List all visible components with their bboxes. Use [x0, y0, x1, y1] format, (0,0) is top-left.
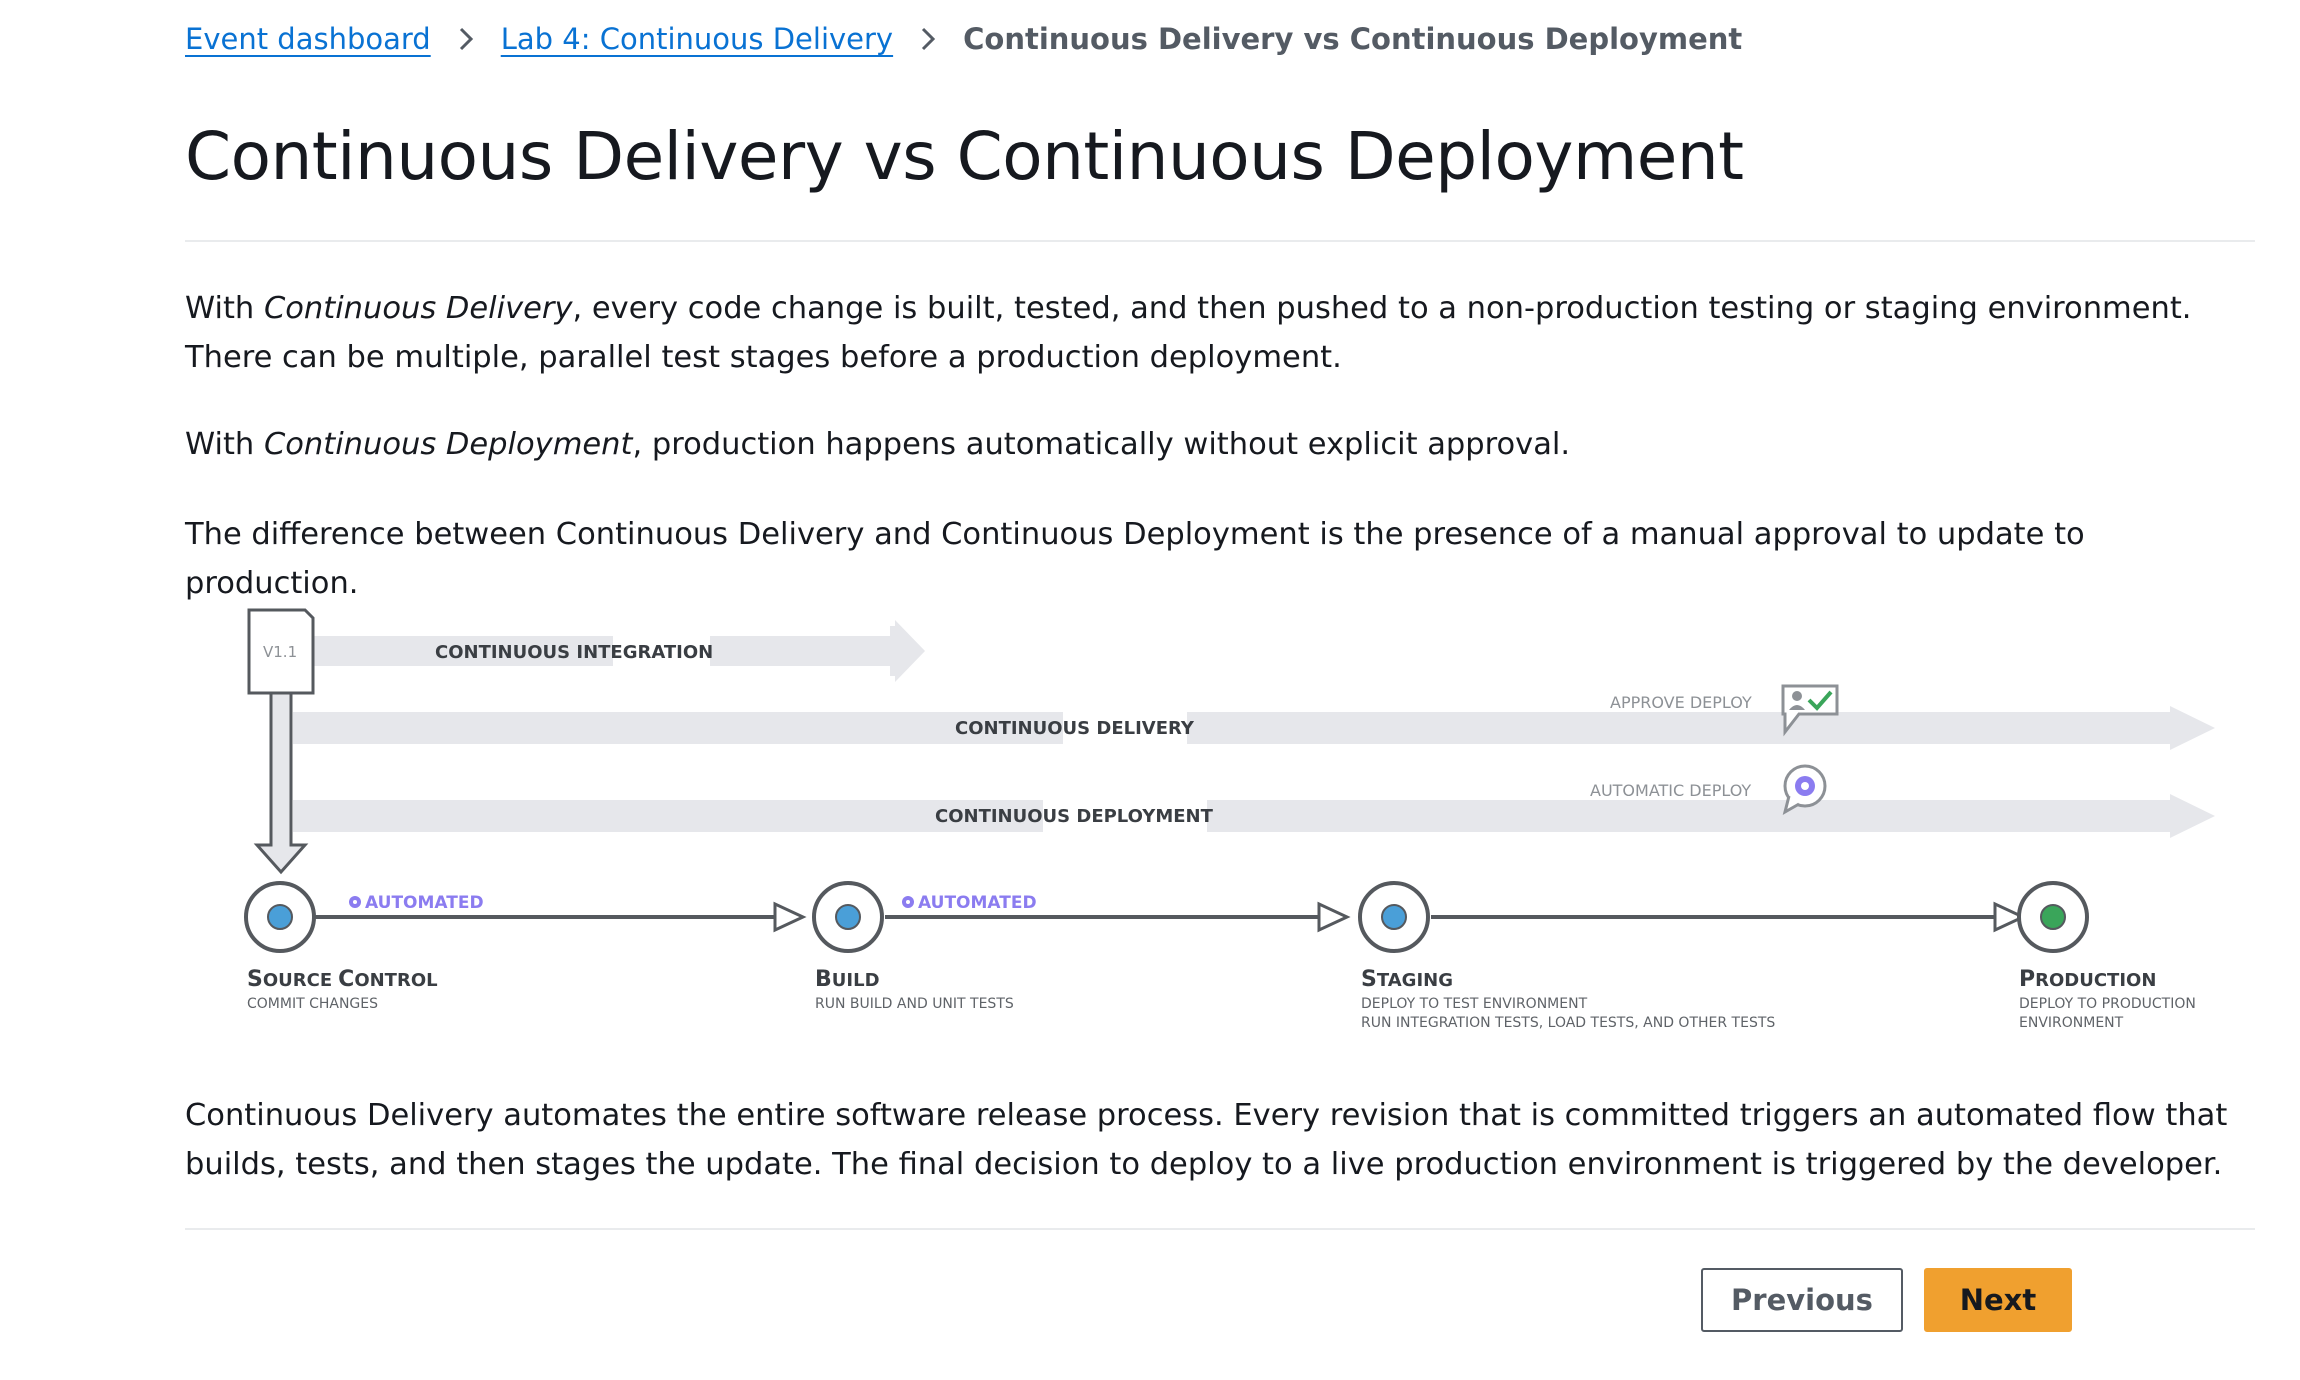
chevron-right-icon: [451, 24, 481, 54]
automated-badge: AUTOMATED: [349, 893, 484, 913]
emphasis-continuous-deployment: Continuous Deployment: [263, 427, 633, 462]
lane-label-deployment: CONTINUOUS DEPLOYMENT: [935, 806, 1214, 827]
paragraph-summary: Continuous Delivery automates the entire…: [185, 1098, 2228, 1182]
lane-continuous-delivery: CONTINUOUS DELIVERY APPROVE DEPLOY: [293, 684, 2215, 750]
version-label: V1.1: [263, 643, 297, 661]
stage-label-production: PRODUCTION DEPLOY TO PRODUCTION ENVIRONM…: [2019, 967, 2196, 1031]
pipeline-diagram: CONTINUOUS INTEGRATION CONTINUOUS DELIVE…: [185, 590, 2255, 1050]
emphasis-continuous-delivery: Continuous Delivery: [263, 291, 573, 326]
approve-deploy-icon: [1781, 684, 1839, 737]
stage-label-staging: STAGING DEPLOY TO TEST ENVIRONMENT RUN I…: [1361, 967, 1775, 1031]
breadcrumb: Event dashboard Lab 4: Continuous Delive…: [185, 22, 1742, 56]
svg-text:AUTOMATED: AUTOMATED: [918, 893, 1037, 913]
paragraph-continuous-delivery: With Continuous Delivery, every code cha…: [185, 291, 2192, 375]
svg-text:BUILD: BUILD: [815, 967, 880, 992]
breadcrumb-lab-4[interactable]: Lab 4: Continuous Delivery: [500, 22, 894, 56]
approve-deploy-label: APPROVE DEPLOY: [1610, 693, 1752, 712]
lane-label-delivery: CONTINUOUS DELIVERY: [955, 718, 1195, 739]
stage-node-build: [812, 881, 884, 953]
previous-button[interactable]: Previous: [1701, 1268, 1903, 1332]
automated-badge: AUTOMATED: [902, 893, 1037, 913]
paragraph-difference: The difference between Continuous Delive…: [185, 517, 2085, 601]
svg-text:DEPLOY TO TEST ENVIRONMENT: DEPLOY TO TEST ENVIRONMENT: [1361, 996, 1588, 1012]
svg-text:DEPLOY TO PRODUCTION: DEPLOY TO PRODUCTION: [2019, 996, 2196, 1012]
svg-text:COMMIT CHANGES: COMMIT CHANGES: [247, 996, 378, 1012]
lane-continuous-deployment: CONTINUOUS DEPLOYMENT AUTOMATIC DEPLOY: [293, 764, 2215, 838]
version-document-icon: V1.1: [247, 608, 315, 875]
svg-text:STAGING: STAGING: [1361, 967, 1453, 992]
breadcrumb-event-dashboard[interactable]: Event dashboard: [185, 22, 431, 56]
chevron-right-icon: [913, 24, 943, 54]
breadcrumb-current: Continuous Delivery vs Continuous Deploy…: [963, 22, 1743, 56]
stage-node-staging: [1358, 881, 1430, 953]
svg-text:ENVIRONMENT: ENVIRONMENT: [2019, 1015, 2124, 1031]
page-title: Continuous Delivery vs Continuous Deploy…: [185, 118, 1744, 195]
stage-label-build: BUILD RUN BUILD AND UNIT TESTS: [815, 967, 1014, 1012]
lane-continuous-integration: CONTINUOUS INTEGRATION: [313, 620, 925, 682]
svg-text:RUN BUILD AND UNIT TESTS: RUN BUILD AND UNIT TESTS: [815, 996, 1014, 1012]
divider: [185, 240, 2255, 242]
divider: [185, 1228, 2255, 1230]
automatic-deploy-label: AUTOMATIC DEPLOY: [1590, 781, 1751, 800]
paragraph-continuous-deployment: With Continuous Deployment, production h…: [185, 427, 1571, 462]
stage-node-production: [2017, 881, 2089, 953]
automatic-deploy-icon: [1782, 764, 1827, 816]
stage-node-source: [244, 881, 316, 953]
svg-text:PRODUCTION: PRODUCTION: [2019, 967, 2156, 992]
next-button[interactable]: Next: [1924, 1268, 2072, 1332]
svg-text:RUN INTEGRATION TESTS, LOAD TE: RUN INTEGRATION TESTS, LOAD TESTS, AND O…: [1361, 1015, 1775, 1031]
pipeline-arrows: [315, 901, 2027, 933]
lane-label-integration: CONTINUOUS INTEGRATION: [435, 642, 713, 663]
svg-text:AUTOMATED: AUTOMATED: [365, 893, 484, 913]
